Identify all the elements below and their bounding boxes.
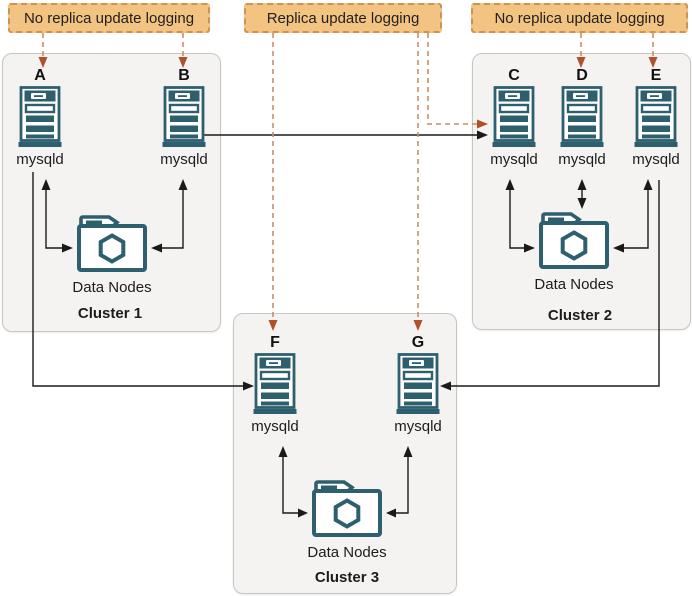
mysqld-label: mysqld <box>251 418 299 435</box>
mysqld-server-icon <box>18 86 62 147</box>
arrow-a-datanodes <box>45 188 62 249</box>
mysqld-server-icon <box>253 353 297 414</box>
mysqld-server-icon <box>162 86 206 147</box>
mysqld-server-icon <box>560 86 604 147</box>
server-letter: A <box>34 67 46 84</box>
cluster-2-data-nodes: Data Nodes <box>504 209 644 293</box>
mysqld-label: mysqld <box>160 151 208 168</box>
server-letter: D <box>576 67 588 84</box>
data-nodes-folder-icon <box>77 215 147 272</box>
mysqld-server-icon <box>396 353 440 414</box>
mysqld-server-icon <box>492 86 536 147</box>
server-c: C mysqld <box>482 66 546 168</box>
note-label: No replica update logging <box>23 9 195 27</box>
note-label: Replica update logging <box>266 9 420 27</box>
cluster-2-name: Cluster 2 <box>547 307 613 324</box>
arrow-b-datanodes <box>162 188 184 249</box>
server-f: F mysqld <box>243 333 307 435</box>
note2-connector-c <box>427 33 477 125</box>
server-a: A mysqld <box>8 66 72 168</box>
cluster-1-name: Cluster 1 <box>77 305 143 322</box>
server-b: B mysqld <box>152 66 216 168</box>
arrow-c-datanodes <box>509 188 524 249</box>
mysqld-label: mysqld <box>490 151 538 168</box>
mysqld-label: mysqld <box>16 151 64 168</box>
data-nodes-label: Data Nodes <box>534 276 614 293</box>
server-letter: B <box>178 67 190 84</box>
dashed-arrowheads <box>38 57 658 331</box>
server-letter: E <box>650 67 662 84</box>
replication-line-a-to-f <box>32 172 243 387</box>
cluster-3-name: Cluster 3 <box>314 569 380 586</box>
data-nodes-folder-icon <box>312 480 382 537</box>
server-letter: C <box>508 67 520 84</box>
cluster-1-data-nodes: Data Nodes <box>42 212 182 296</box>
server-letter: G <box>411 334 425 351</box>
note-no-replica-update-logging-right: No replica update logging <box>471 3 688 33</box>
data-nodes-label: Data Nodes <box>72 279 152 296</box>
mysqld-server-icon <box>634 86 678 147</box>
note-label: No replica update logging <box>494 9 665 27</box>
arrow-f-datanodes <box>282 455 298 514</box>
note-replica-update-logging: Replica update logging <box>244 3 442 33</box>
server-e: E mysqld <box>624 66 688 168</box>
arrow-g-datanodes <box>396 455 409 514</box>
mysqld-label: mysqld <box>632 151 680 168</box>
solid-arrowheads <box>41 130 653 518</box>
data-nodes-label: Data Nodes <box>307 544 387 561</box>
server-d: D mysqld <box>550 66 614 168</box>
mysqld-label: mysqld <box>558 151 606 168</box>
cluster-3-data-nodes: Data Nodes <box>277 477 417 561</box>
data-nodes-folder-icon <box>539 212 609 269</box>
mysqld-label: mysqld <box>394 418 442 435</box>
server-letter: F <box>270 334 280 351</box>
replication-line-e-to-g <box>451 180 660 387</box>
server-g: G mysqld <box>386 333 450 435</box>
arrow-e-datanodes <box>624 188 649 249</box>
note-no-replica-update-logging-left: No replica update logging <box>8 3 210 33</box>
